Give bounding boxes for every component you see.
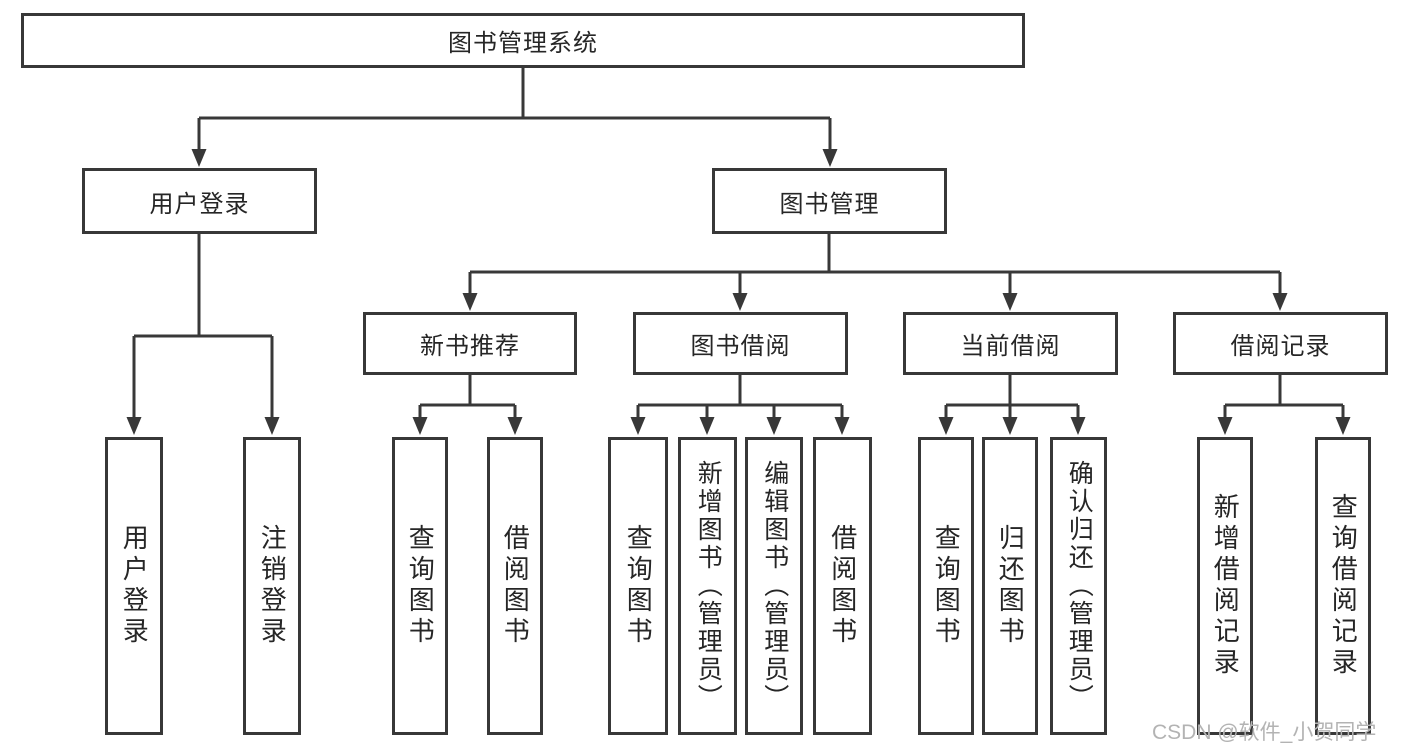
leaf-nb-query-book: 查询图书 (392, 437, 448, 735)
leaf-cb-return-book-label: 归还图书 (995, 524, 1026, 648)
node-root-label: 图书管理系统 (448, 30, 598, 57)
node-book-borrow: 图书借阅 (633, 312, 848, 375)
arrowhead (126, 417, 142, 435)
arrowhead (938, 417, 954, 435)
leaf-nb-borrow-book-label: 借阅图书 (500, 524, 531, 648)
node-root: 图书管理系统 (21, 13, 1025, 68)
arrowhead (462, 293, 478, 311)
node-book-management: 图书管理 (712, 168, 947, 234)
connector-new-book-recommend (412, 375, 523, 435)
arrowhead (1070, 417, 1086, 435)
leaf-cb-query-book: 查询图书 (918, 437, 974, 735)
leaf-cb-return-book: 归还图书 (982, 437, 1038, 735)
csdn-watermark: CSDN @软件_小贺同学 (1152, 721, 1377, 744)
leaf-logout-label: 注销登录 (257, 524, 288, 648)
leaf-bb-add-book-admin: 新增图书（管理员） (678, 437, 737, 735)
node-current-borrow: 当前借阅 (903, 312, 1118, 375)
leaf-user-login: 用户登录 (105, 437, 163, 735)
connector-book-management (462, 234, 1288, 311)
arrowhead (766, 417, 782, 435)
connector-book-borrow (630, 375, 850, 435)
node-borrow-record-label: 借阅记录 (1230, 333, 1331, 360)
connector-borrow-record (1217, 375, 1351, 435)
leaf-br-query-record-label: 查询借阅记录 (1328, 493, 1359, 679)
connector-current-borrow (938, 375, 1086, 435)
leaf-cb-confirm-return-admin-label: 确认归还（管理员） (1065, 460, 1094, 712)
node-current-borrow-label: 当前借阅 (960, 333, 1061, 360)
leaf-bb-query-book: 查询图书 (608, 437, 668, 735)
leaf-br-add-record-label: 新增借阅记录 (1210, 493, 1241, 679)
arrowhead (507, 417, 523, 435)
arrowhead (412, 417, 428, 435)
arrowhead (630, 417, 646, 435)
node-new-book-recommend-label: 新书推荐 (420, 333, 520, 360)
arrowhead (1217, 417, 1233, 435)
node-user-login: 用户登录 (82, 168, 317, 234)
leaf-bb-edit-book-admin-label: 编辑图书（管理员） (760, 460, 789, 712)
arrowhead (1272, 293, 1288, 311)
arrowhead (699, 417, 715, 435)
node-user-login-label: 用户登录 (149, 190, 250, 218)
arrowhead (732, 293, 748, 311)
node-book-management-label: 图书管理 (779, 190, 880, 218)
leaf-br-add-record: 新增借阅记录 (1197, 437, 1253, 735)
node-new-book-recommend: 新书推荐 (363, 312, 577, 375)
leaf-logout: 注销登录 (243, 437, 301, 735)
leaf-user-login-label: 用户登录 (119, 524, 150, 648)
leaf-nb-query-book-label: 查询图书 (405, 524, 436, 648)
leaf-bb-edit-book-admin: 编辑图书（管理员） (745, 437, 803, 735)
leaf-bb-query-book-label: 查询图书 (623, 524, 654, 648)
arrowhead (191, 149, 207, 167)
leaf-bb-borrow-book: 借阅图书 (813, 437, 872, 735)
node-book-borrow-label: 图书借阅 (690, 333, 791, 360)
connector-user-login (126, 234, 280, 435)
arrowhead (834, 417, 850, 435)
connector-root (191, 68, 838, 167)
arrowhead (1002, 417, 1018, 435)
arrowhead (822, 149, 838, 167)
arrowhead (1002, 293, 1018, 311)
leaf-bb-add-book-admin-label: 新增图书（管理员） (694, 460, 723, 712)
node-borrow-record: 借阅记录 (1173, 312, 1388, 375)
arrowhead (264, 417, 280, 435)
leaf-cb-confirm-return-admin: 确认归还（管理员） (1050, 437, 1107, 735)
leaf-bb-borrow-book-label: 借阅图书 (827, 524, 858, 648)
leaf-br-query-record: 查询借阅记录 (1315, 437, 1371, 735)
leaf-cb-query-book-label: 查询图书 (931, 524, 962, 648)
leaf-nb-borrow-book: 借阅图书 (487, 437, 543, 735)
arrowhead (1335, 417, 1351, 435)
